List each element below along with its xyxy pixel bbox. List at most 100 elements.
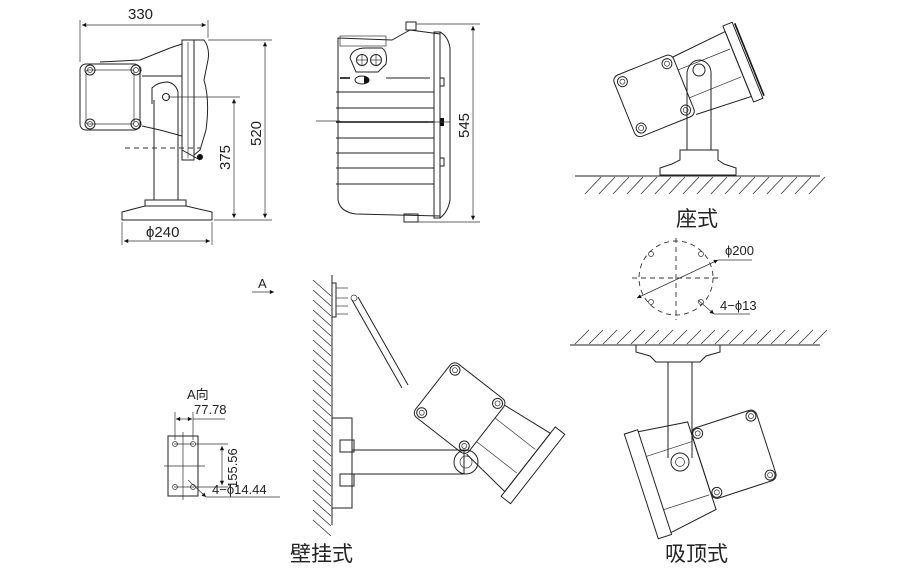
hatch-line [602, 329, 618, 345]
view-arrow-label: A [258, 276, 267, 291]
hatch-line [780, 176, 798, 195]
hatch-line [794, 176, 812, 195]
hatch-line [752, 176, 770, 195]
hatch-line [312, 449, 332, 467]
hatch-line [312, 349, 332, 367]
a-view-title: A向 [187, 387, 209, 402]
ground-hatch-seat [575, 175, 826, 195]
hatch-line [312, 379, 332, 397]
hatch-line [682, 176, 700, 195]
hatch-line [798, 329, 814, 345]
hatch-line [626, 176, 644, 195]
hatch-line [588, 329, 604, 345]
ceiling-mount-caption: 吸顶式 [665, 542, 728, 566]
wall-mount-caption: 壁挂式 [290, 542, 353, 566]
side-view: 330 520 375 ϕ240 [79, 6, 272, 245]
hatch-line [312, 439, 332, 457]
wall-mount-lamp-body [413, 362, 566, 505]
base-diameter-label: ϕ240 [146, 224, 179, 241]
hatch-line [770, 329, 786, 345]
ceiling-hatch [570, 329, 828, 346]
hatch-line [640, 176, 658, 195]
hatch-line [312, 459, 332, 477]
hatch-line [686, 329, 702, 345]
seat-mount-lamp-body [613, 21, 765, 138]
hatch-line [312, 279, 332, 297]
hatch-line [710, 176, 728, 195]
hatch-line [756, 329, 772, 345]
hatch-line [714, 329, 730, 345]
wall-mount-view: 壁挂式 A A向 77.78 1 [164, 275, 566, 566]
hatch-line [696, 176, 714, 195]
front-view-lamp-body [316, 21, 451, 223]
ceiling-mount-view: 吸顶式 [570, 329, 828, 566]
hatch-line [598, 176, 616, 195]
hatch-line [738, 176, 756, 195]
hatch-line [654, 176, 672, 195]
front-view: 545 [316, 21, 480, 223]
ceiling-mount-lamp-body [623, 409, 777, 540]
hatch-line [668, 176, 686, 195]
seat-mount-stand [659, 59, 737, 176]
hatch-line [312, 319, 332, 337]
hatch-line [742, 329, 758, 345]
hatch-line [784, 329, 800, 345]
side-view-stand [121, 81, 213, 221]
hatch-line [658, 329, 674, 345]
hatch-line [312, 519, 332, 537]
bolt-circle-label: ϕ200 [725, 243, 754, 258]
hatch-line [312, 409, 332, 427]
dim-base-240: ϕ240 [121, 222, 213, 245]
hatch-line [312, 299, 332, 317]
hatch-line [312, 469, 332, 487]
hatch-line [574, 329, 590, 345]
hatch-line [312, 359, 332, 377]
dim-width-330: 330 [79, 6, 209, 62]
seat-mount-view: 座式 ϕ200 4−ϕ13 [575, 21, 826, 320]
hatch-line [766, 176, 784, 195]
hatch-line [644, 329, 660, 345]
hatch-line [630, 329, 646, 345]
hatch-line [312, 389, 332, 407]
wall-bracket-top [331, 282, 409, 389]
hatch-line [312, 429, 332, 447]
dim-height-545: 545 [416, 23, 480, 223]
bolt-circle-detail: ϕ200 4−ϕ13 [632, 238, 757, 320]
hatch-line [312, 339, 332, 357]
hatch-line [312, 399, 332, 417]
hatch-line [812, 329, 828, 345]
hatch-line [808, 176, 826, 195]
hatch-line [616, 329, 632, 345]
wall-bolt-holes-label: 4−ϕ14.44 [212, 482, 267, 497]
hatch-line [312, 329, 332, 347]
a-view-detail: A向 77.78 155.56 4−ϕ14.44 [164, 387, 280, 500]
hatch-line [312, 499, 332, 517]
dim-pivot-375: 375 [168, 96, 240, 218]
hatch-line [312, 489, 332, 507]
hatch-line [312, 509, 332, 527]
hatch-line [700, 329, 716, 345]
hatch-line [728, 329, 744, 345]
hatch-line [312, 419, 332, 437]
view-direction-arrow: A [252, 276, 274, 295]
wall-hatch [312, 275, 333, 537]
hatch-line [612, 176, 630, 195]
hatch-line [312, 309, 332, 327]
side-view-lamp-body [79, 39, 209, 161]
front-height-label: 545 [456, 113, 473, 138]
width-label: 330 [128, 6, 153, 23]
bolt-holes-label: 4−ϕ13 [720, 298, 757, 313]
hatch-line [584, 176, 602, 195]
hatch-line [312, 289, 332, 307]
ceiling-mount-stand [635, 345, 721, 472]
seat-mount-caption: 座式 [676, 207, 718, 231]
horizontal-spacing-label: 77.78 [194, 402, 227, 417]
wall-bracket-arm [331, 417, 479, 509]
pivot-height-label: 375 [217, 145, 234, 170]
hatch-line [312, 479, 332, 497]
dim-height-520: 520 [208, 39, 272, 221]
vertical-spacing-label: 155.56 [225, 448, 240, 488]
hatch-line [724, 176, 742, 195]
hatch-line [312, 369, 332, 387]
